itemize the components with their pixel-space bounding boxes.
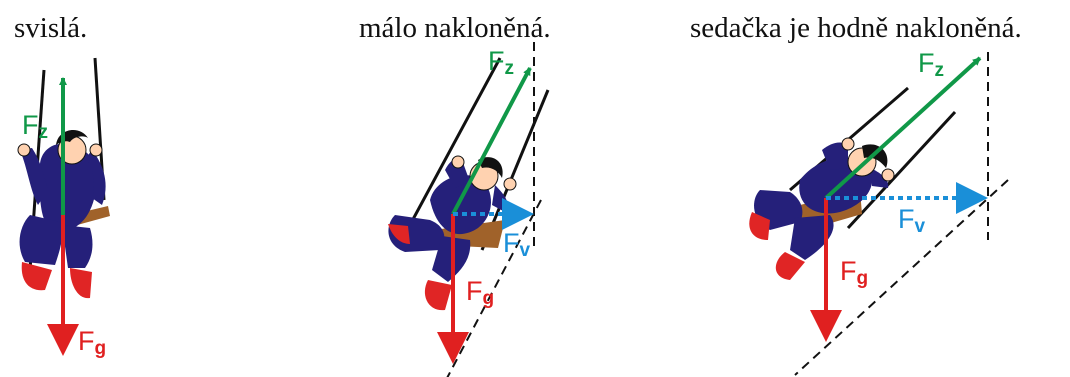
child-figure (17, 129, 106, 299)
resultant-label: Fv (503, 228, 531, 261)
caption-strongly-tilted: sedačka je hodně nakloněná. (690, 12, 1022, 44)
tension-arrow (824, 56, 982, 200)
tension-label: Fz (488, 46, 514, 79)
caption-vertical: svislá. (14, 12, 87, 44)
gravity-label: Fg (78, 326, 106, 359)
child-figure (749, 137, 895, 280)
resultant-label: Fv (898, 204, 926, 237)
gravity-label: Fg (840, 256, 868, 289)
gravity-label: Fg (466, 276, 494, 309)
tension-label: Fz (22, 110, 48, 143)
panel-slightly-tilted: Fz Fg Fv (388, 42, 550, 377)
swing-rope-left (402, 57, 502, 237)
tension-arrow (451, 67, 532, 215)
caption-slightly-tilted: málo nakloněná. (359, 12, 551, 44)
tension-label: Fz (918, 48, 944, 81)
panel-vertical: Fz Fg (17, 57, 110, 359)
panel-strongly-tilted: Fz Fg Fv (749, 48, 1009, 376)
swing-rope-right (846, 110, 957, 230)
